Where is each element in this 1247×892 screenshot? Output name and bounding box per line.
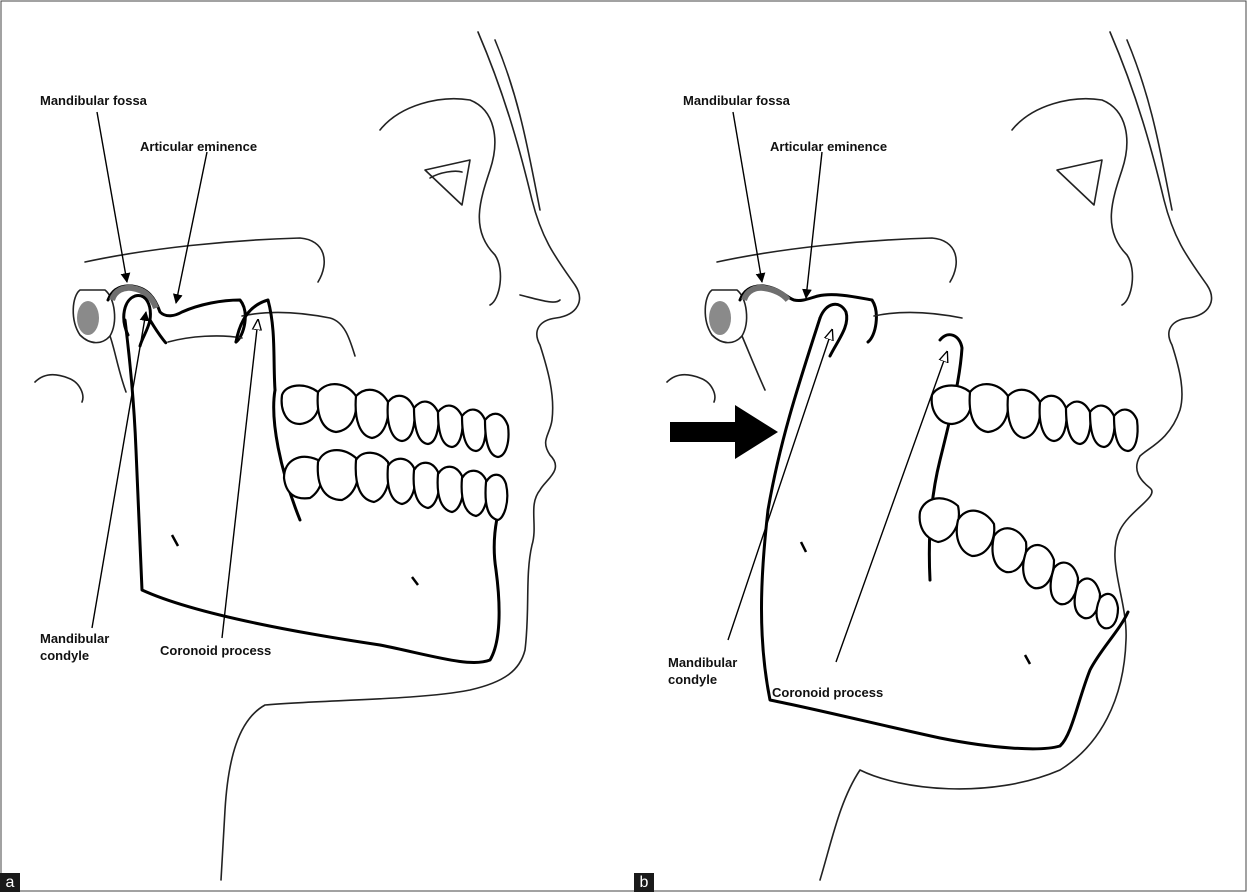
panel-a-face-profile [221, 32, 579, 880]
panel-b-face-profile [820, 32, 1211, 880]
panel-a-foramen-2 [412, 577, 418, 585]
panel-a-label-coronoid-process: Coronoid process [160, 642, 271, 659]
panel-a-pointer-eminence [176, 152, 207, 303]
panel-b-label-mandibular-condyle: Mandibular condyle [668, 654, 737, 688]
panel-b-mastoid [667, 375, 715, 402]
panel-b-eye [1057, 160, 1102, 205]
panel-a-ear-canal [77, 301, 99, 335]
panel-a-label-articular-eminence: Articular eminence [140, 138, 257, 155]
panel-a-label-mandibular-condyle: Mandibular condyle [40, 630, 109, 664]
panel-a-foramen-1 [172, 535, 178, 546]
panel-a-orbit [380, 99, 500, 305]
panel-b-articular-disc [744, 288, 788, 300]
panel-b-label-articular-eminence: Articular eminence [770, 138, 887, 155]
panel-b-lower-teeth [920, 498, 1118, 628]
panel-b-movement-arrow [670, 405, 778, 459]
panel-b-label-coronoid-process: Coronoid process [772, 684, 883, 701]
panel-a-drawing [35, 32, 579, 880]
panel-a-nose-inner [520, 295, 560, 302]
panel-b-orbit [1012, 99, 1132, 305]
panel-b-label-mandibular-fossa: Mandibular fossa [683, 92, 790, 109]
panel-b-face-inner [1127, 40, 1172, 210]
panel-b-foramen-2 [1025, 655, 1030, 664]
panel-b-letter: b [634, 873, 654, 892]
panel-b-ear-canal [709, 301, 731, 335]
panel-a-mastoid [35, 375, 83, 402]
panel-a-label-mandibular-fossa: Mandibular fossa [40, 92, 147, 109]
panel-a-lower-teeth [284, 450, 507, 520]
panel-b-pointer-eminence [806, 152, 822, 298]
panel-b-upper-teeth [932, 384, 1138, 451]
panel-b-foramen-1 [801, 542, 806, 552]
panel-a-upper-teeth [282, 384, 509, 457]
panel-b-drawing [667, 32, 1211, 880]
panel-a-eye [425, 160, 470, 205]
panel-a-pointer-coronoid [222, 320, 258, 638]
panel-a-face-inner [495, 40, 540, 210]
panel-a-letter: a [0, 873, 20, 892]
panel-b-pointer-condyle [728, 330, 832, 640]
panel-b-condyle [820, 304, 847, 356]
panel-b-coronoid-process [929, 335, 962, 580]
panel-b-fossa-outline [740, 286, 876, 342]
panel-b-zygomatic-arch [717, 238, 956, 282]
